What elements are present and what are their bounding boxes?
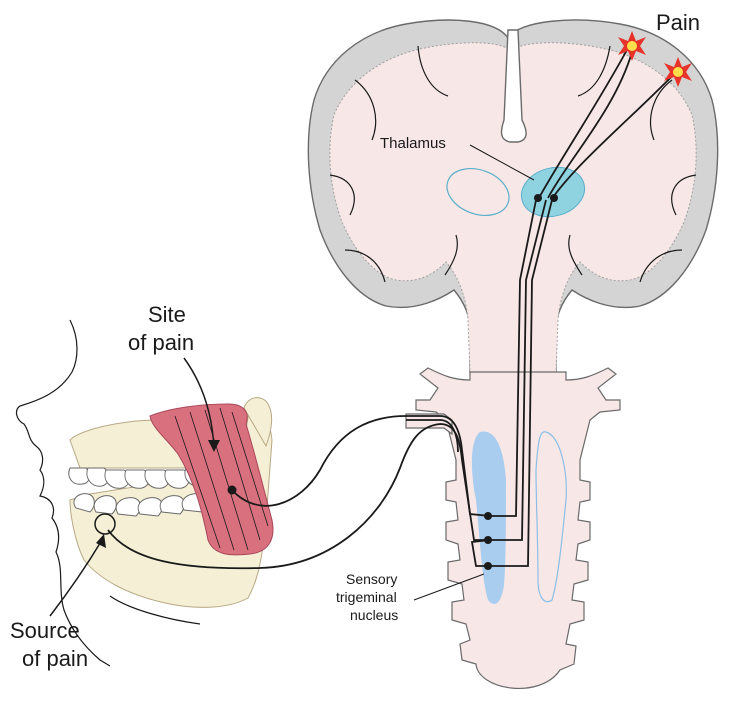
source-of-pain-label-2: of pain [22,646,88,671]
nucleus-label-1: Sensory [346,571,397,587]
nucleus-label-2: trigeminal [336,589,397,605]
pain-label: Pain [656,10,700,35]
thalamus-label: Thalamus [380,135,446,152]
site-of-pain-label-1: Site [148,302,186,327]
nucleus-label-3: nucleus [350,607,398,623]
source-of-pain-arrow [50,540,102,616]
source-of-pain-label-1: Source [10,618,80,643]
site-of-pain-label-2: of pain [128,330,194,355]
brain [308,20,717,372]
